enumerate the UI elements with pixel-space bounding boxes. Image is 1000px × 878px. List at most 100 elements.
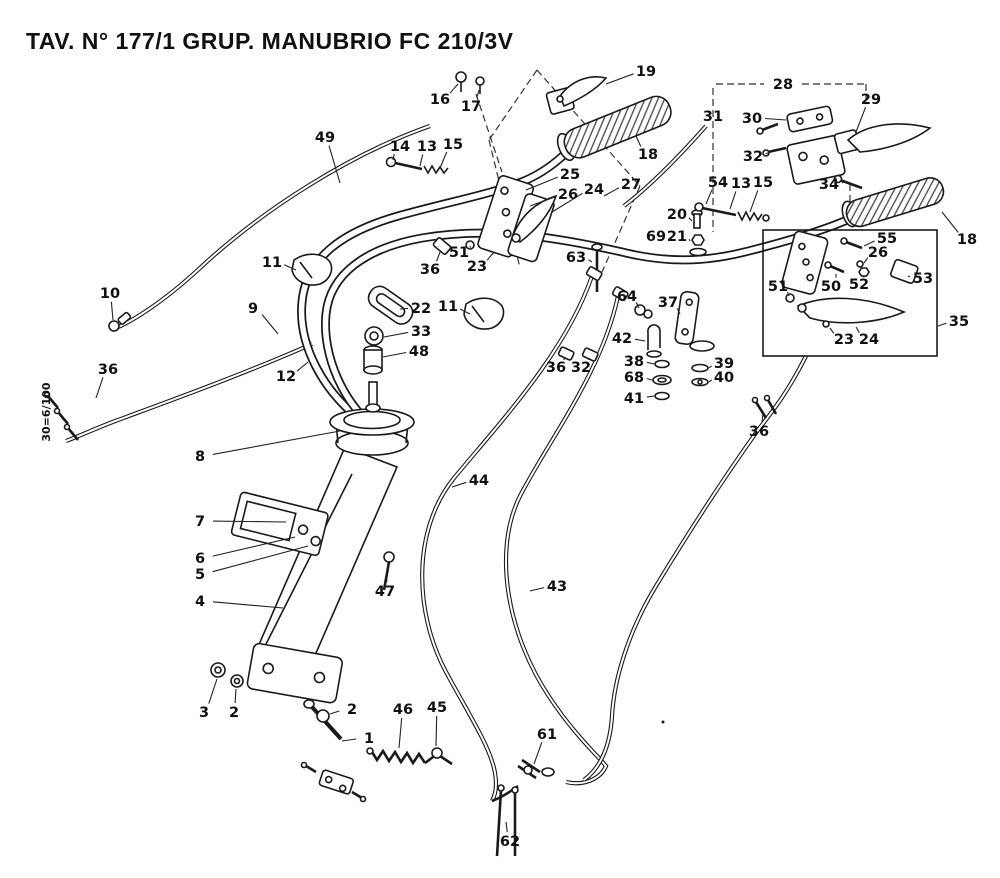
leader-line	[705, 189, 713, 205]
leader-line	[284, 264, 297, 271]
leader-line	[941, 211, 959, 233]
part-label: 40	[714, 370, 734, 386]
leader-line	[328, 145, 341, 184]
part-label: 14	[390, 139, 410, 155]
part-label: 8	[195, 449, 205, 465]
center-fasteners	[585, 202, 770, 319]
part-label: 64	[617, 289, 637, 305]
part-label: 54	[708, 175, 728, 191]
part-label: 23	[467, 259, 487, 275]
part-label: 18	[638, 147, 658, 163]
leader-line	[907, 275, 911, 278]
part-label: 42	[612, 331, 632, 347]
part-label: 18	[957, 232, 977, 248]
part-label: 48	[409, 344, 429, 360]
leader-line	[708, 379, 713, 383]
leader-line	[435, 715, 438, 747]
part-label: 26	[868, 245, 888, 261]
part-label: 26	[558, 187, 578, 203]
part-label: 43	[547, 579, 567, 595]
leader-line	[937, 322, 947, 327]
leader-line	[419, 154, 424, 167]
cable-end-fittings	[43, 311, 778, 441]
part-label: 15	[443, 137, 463, 153]
rotated-note: 30=6/100	[40, 382, 53, 442]
leader-line	[855, 107, 867, 133]
leader-line	[296, 361, 309, 372]
tension-clamp-parts	[363, 285, 414, 413]
part-label: 46	[393, 702, 413, 718]
part-label: 16	[430, 92, 450, 108]
part-label: 47	[375, 584, 395, 600]
part-label: 9	[248, 301, 258, 317]
part-label: 39	[714, 356, 734, 372]
part-label: 2	[229, 705, 239, 721]
leader-line	[212, 601, 284, 609]
leader-line	[212, 520, 287, 523]
part-label: 41	[624, 391, 644, 407]
left-grip	[556, 95, 672, 162]
leader-line	[787, 291, 790, 297]
leader-line	[729, 191, 737, 210]
leader-line	[635, 302, 640, 309]
handlebar-swivel-base	[329, 408, 415, 456]
leader-line	[551, 192, 583, 213]
leader-line	[525, 176, 559, 191]
part-label: 36	[749, 424, 769, 440]
part-label: 34	[819, 177, 839, 193]
part-label: 53	[913, 271, 933, 287]
leader-line	[764, 117, 787, 121]
bottom-fasteners	[210, 662, 343, 741]
leader-line	[761, 413, 764, 423]
part-label: 11	[438, 299, 458, 315]
leader-line	[449, 83, 459, 94]
part-label: 10	[100, 286, 120, 302]
part-label: 22	[411, 301, 431, 317]
leader-line	[95, 377, 104, 399]
part-label: 68	[624, 370, 644, 386]
spring-and-hook	[300, 747, 453, 803]
leader-line	[863, 240, 875, 247]
part-label: 27	[621, 177, 641, 193]
leader-line	[708, 365, 713, 369]
part-label: 52	[849, 277, 869, 293]
middle-lever-bracket	[432, 175, 558, 263]
leader-line	[341, 738, 357, 742]
part-label: 4	[195, 594, 205, 610]
part-label: 33	[411, 324, 431, 340]
leader-line	[841, 181, 847, 184]
leader-line	[451, 481, 467, 488]
part-label: 62	[500, 834, 520, 850]
part-label: 12	[276, 369, 296, 385]
part-label: 44	[469, 473, 489, 489]
leader-line	[476, 89, 480, 99]
part-label: 30	[742, 111, 762, 127]
leader-line	[439, 151, 448, 169]
topleft-bolt-set	[385, 156, 449, 175]
part-label: 49	[315, 130, 335, 146]
leader-line	[646, 395, 655, 398]
leader-line	[587, 357, 590, 361]
leader-line	[588, 259, 593, 263]
leader-line	[863, 257, 869, 264]
part-label: 50	[821, 279, 841, 295]
right-grip	[841, 177, 945, 228]
part-label: 32	[743, 149, 763, 165]
leader-line	[603, 187, 620, 197]
leader-line	[459, 308, 471, 315]
leader-line	[646, 377, 653, 381]
leader-line	[399, 307, 409, 310]
leader-line	[505, 821, 508, 833]
leader-line	[676, 308, 681, 315]
part-label: 28	[773, 77, 793, 93]
part-label: 15	[753, 175, 773, 191]
leader-line	[749, 190, 759, 213]
cable-group	[65, 124, 808, 803]
leader-line	[529, 196, 556, 207]
part-label: 1	[364, 731, 374, 747]
leader-line	[605, 73, 634, 85]
part-label: 11	[262, 255, 282, 271]
part-label: 36	[420, 262, 440, 278]
part-label: 24	[859, 332, 879, 348]
